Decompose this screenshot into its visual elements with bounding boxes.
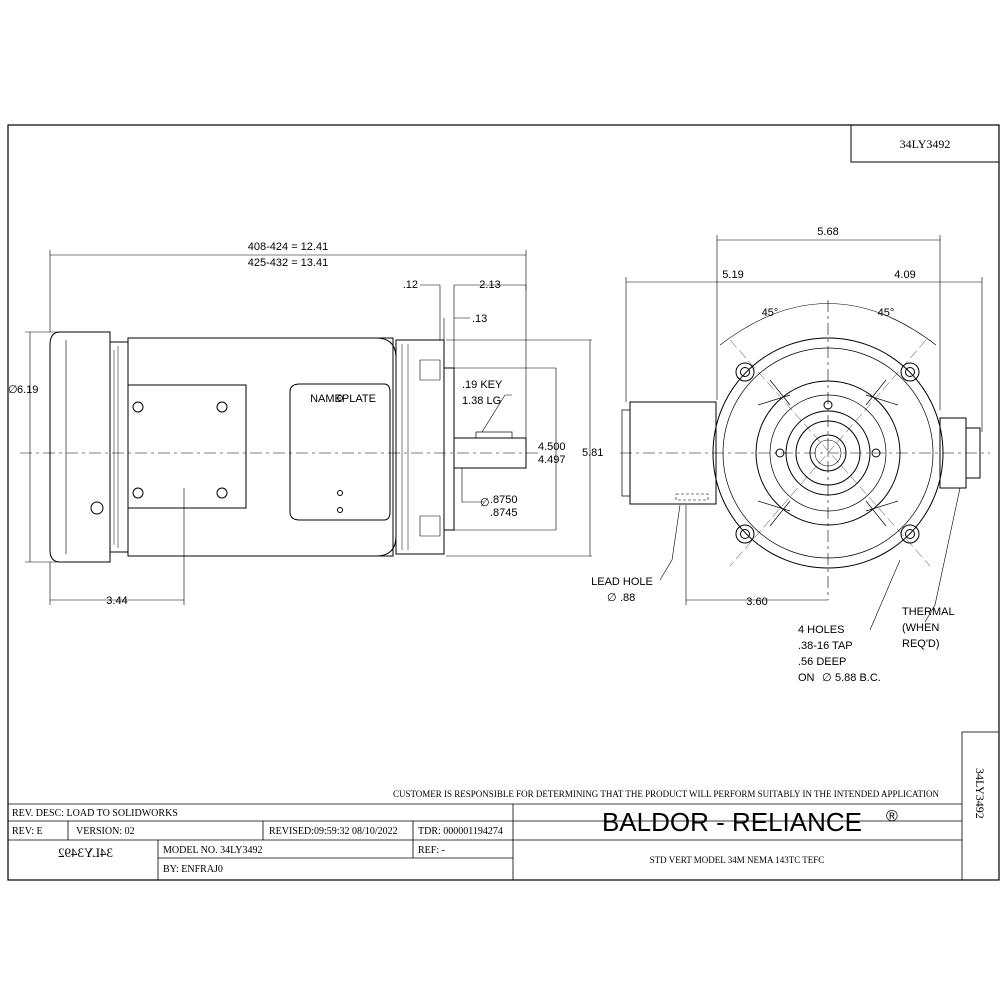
drawing-number-box [850, 124, 1000, 163]
holes-note-1: 4 HOLES [798, 624, 844, 636]
dim-213: 2.13 [479, 279, 500, 291]
height-dim: 5.81 [582, 447, 603, 459]
key-label-2: 1.38 LG [462, 395, 501, 407]
diameter-symbol-lead: ∅ [607, 592, 617, 604]
drawing-number-mirrored: 34LY3492 [58, 845, 113, 860]
ref-label: REF: - [418, 845, 445, 856]
shaft-dim-b: .8745 [490, 507, 518, 519]
pilot-dim-b: 4.497 [538, 454, 566, 466]
diameter-symbol-bc: ∅ [822, 672, 832, 684]
shaft-dim-a: .8750 [490, 494, 518, 506]
title-block [8, 731, 1000, 881]
version-label: VERSION: 02 [76, 826, 135, 837]
dia-619: 6.19 [17, 384, 38, 396]
side-view-dimensions [25, 250, 592, 605]
thermal-label-2: (WHEN [902, 622, 939, 634]
lead-hole-label-1: LEAD HOLE [591, 576, 653, 588]
dim-344: 3.44 [106, 595, 127, 607]
holes-note-4: ON [798, 672, 815, 684]
brand-registered-mark: ® [886, 808, 898, 825]
by-label: BY: ENFRAJ0 [163, 864, 223, 875]
key-label-1: .19 KEY [462, 379, 503, 391]
diameter-symbol-shaft: ∅ [480, 497, 490, 509]
angle-right: 45° [878, 307, 895, 319]
tdr-label: TDR: 000001194274 [418, 826, 503, 837]
rev-desc: REV. DESC: LOAD TO SOLIDWORKS [12, 808, 178, 819]
dim-013: .13 [472, 313, 487, 325]
dim-012: .12 [403, 279, 418, 291]
revised-label: REVISED:09:59:32 08/10/2022 [269, 826, 398, 837]
sheet-border [7, 124, 1000, 881]
length-dim-b: 425-432 = 13.41 [248, 257, 328, 269]
holes-note-5: 5.88 B.C. [835, 672, 881, 684]
lead-hole-label-2: .88 [620, 592, 635, 604]
diameter-symbol-619: ∅ [8, 384, 18, 396]
brand-name: BALDOR - RELIANCE [602, 807, 862, 837]
length-dim-a: 408-424 = 12.41 [248, 241, 328, 253]
thermal-label-3: REQ'D) [902, 638, 940, 650]
holes-note-3: .56 DEEP [798, 656, 846, 668]
dim-360: 3.60 [746, 596, 767, 608]
end-view [620, 300, 990, 600]
width-dim: 5.68 [817, 226, 838, 238]
thermal-label-1: THERMAL [902, 606, 955, 618]
drawing-number-top: 34LY3492 [900, 137, 951, 151]
pilot-dim-a: 4.500 [538, 441, 566, 453]
side-view [20, 331, 540, 563]
holes-note-2: .38-16 TAP [798, 640, 853, 652]
application-notice: CUSTOMER IS RESPONSIBLE FOR DETERMINING … [393, 789, 940, 799]
model-label: MODEL NO. 34LY3492 [163, 845, 262, 856]
left-dim: 5.19 [722, 269, 743, 281]
drawing-description: STD VERT MODEL 34M NEMA 143TC TEFC [650, 855, 825, 865]
rev-label: REV: E [12, 826, 43, 837]
end-view-dimensions [625, 235, 983, 631]
right-dim: 4.09 [894, 269, 915, 281]
angle-left: 45° [762, 307, 779, 319]
drawing-number-side: 34LY3492 [973, 768, 987, 819]
nameplate-label: NAMEPLATE [310, 393, 376, 405]
